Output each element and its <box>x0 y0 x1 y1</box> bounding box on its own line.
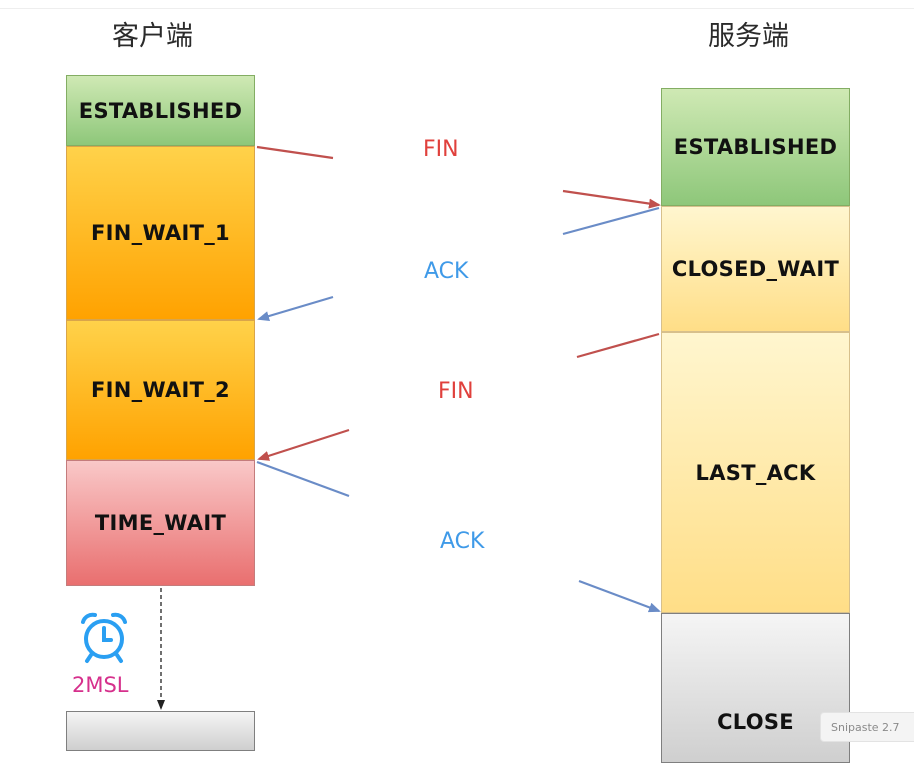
ack1-arrow-start <box>562 206 660 236</box>
two-msl-label: 2MSL <box>72 673 129 697</box>
ack1-arrow-end <box>257 295 334 321</box>
message-label-fin-1: FIN <box>423 137 459 162</box>
top-divider <box>0 8 914 9</box>
ack2-arrow-end <box>578 579 661 613</box>
ack2-arrow-start <box>256 460 350 498</box>
message-label-ack-1: ACK <box>424 259 469 284</box>
client-title: 客户端 <box>112 21 193 52</box>
fin2-arrow-end <box>257 428 350 461</box>
alarm-clock-icon <box>81 612 127 663</box>
client-state-fin-wait-2: FIN_WAIT_2 <box>66 320 255 460</box>
server-state-established: ESTABLISHED <box>661 88 850 206</box>
message-label-fin-2: FIN <box>438 379 474 404</box>
fin2-arrow-start <box>576 332 660 359</box>
client-state-time-wait: TIME_WAIT <box>66 460 255 586</box>
fin1-arrow-end <box>562 189 661 209</box>
fin1-arrow-start <box>256 145 334 160</box>
server-state-last-ack: LAST_ACK <box>661 332 850 613</box>
message-label-ack-2: ACK <box>440 529 485 554</box>
snipaste-watermark: Snipaste 2.7 <box>820 712 914 742</box>
server-title: 服务端 <box>708 21 789 52</box>
server-state-closed-wait: CLOSED_WAIT <box>661 206 850 332</box>
client-state-fin-wait-1: FIN_WAIT_1 <box>66 146 255 320</box>
client-state-established: ESTABLISHED <box>66 75 255 146</box>
message-arrows <box>157 145 661 710</box>
